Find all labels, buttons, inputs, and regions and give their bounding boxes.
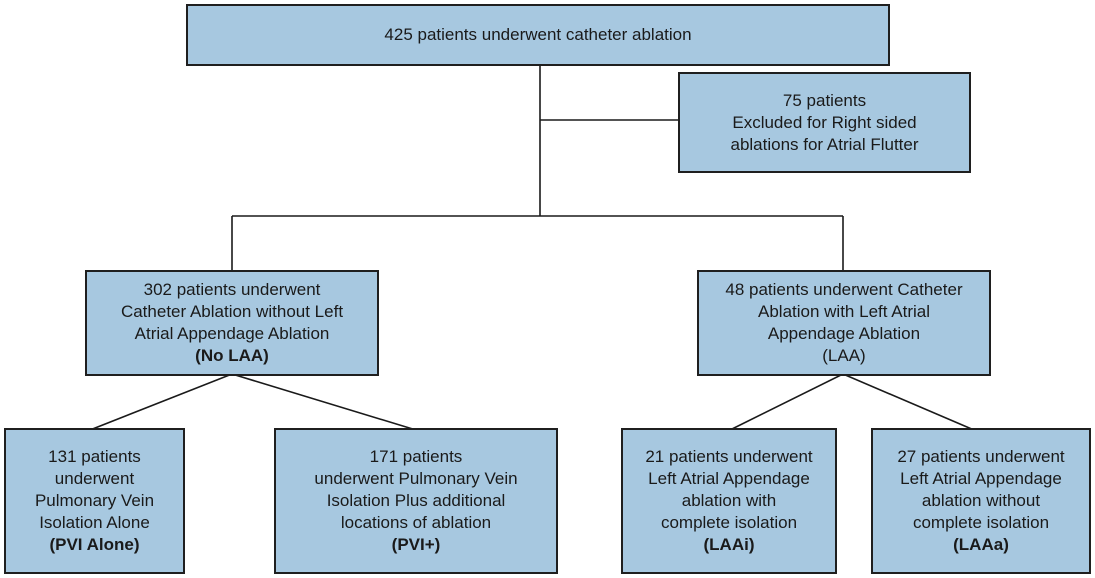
box-pvi-alone: 131 patients underwent Pulmonary Vein Is… — [4, 428, 185, 574]
box-excluded-patients: 75 patients Excluded for Right sided abl… — [678, 72, 971, 173]
box-laai-line-4: complete isolation — [660, 513, 798, 532]
box-excluded-line-2: Excluded for Right sided — [732, 112, 917, 132]
box-total-patients: 425 patients underwent catheter ablation — [186, 4, 890, 66]
box-no-laa: 302 patients underwent Catheter Ablation… — [85, 270, 379, 376]
box-laaa-line-1: 27 patients underwent — [897, 447, 1065, 466]
box-laai-line-2: Left Atrial Appendage — [648, 469, 810, 488]
box-pvi-alone-line-2: underwent — [54, 469, 135, 488]
box-pvi-plus-line-4: locations of ablation — [340, 513, 492, 532]
box-laa: 48 patients underwent Catheter Ablation … — [697, 270, 991, 376]
box-laaa: 27 patients underwent Left Atrial Append… — [871, 428, 1091, 574]
box-pvi-alone-line-3: Pulmonary Vein — [34, 491, 155, 510]
connector-no-laa-to-pvi-plus — [231, 373, 417, 431]
box-laaa-line-3: ablation without — [921, 491, 1041, 510]
box-no-laa-line-3: Atrial Appendage Ablation — [134, 324, 330, 343]
box-laa-line-2: Ablation with Left Atrial — [758, 302, 930, 321]
box-no-laa-tag: (No LAA) — [195, 346, 269, 365]
box-laa-line-1: 48 patients underwent Catheter — [725, 280, 963, 299]
box-pvi-alone-line-1: 131 patients — [48, 447, 141, 466]
box-laai-tag: (LAAi) — [703, 535, 755, 554]
connector-no-laa-to-pvi-alone — [89, 373, 233, 431]
box-laaa-line-2: Left Atrial Appendage — [900, 469, 1062, 488]
box-total-line-1: 425 patients underwent catheter ablation — [384, 25, 692, 44]
box-pvi-plus: 171 patients underwent Pulmonary Vein Is… — [274, 428, 558, 574]
box-pvi-plus-line-3: Isolation Plus additional — [326, 491, 506, 510]
connector-laa-to-laaa — [842, 373, 975, 431]
box-excluded-line-3: ablations for Atrial Flutter — [730, 134, 919, 154]
box-pvi-plus-tag: (PVI+) — [391, 535, 441, 554]
box-pvi-plus-line-2: underwent Pulmonary Vein — [314, 469, 518, 488]
box-laai: 21 patients underwent Left Atrial Append… — [621, 428, 837, 574]
box-laai-line-3: ablation with — [681, 491, 777, 510]
box-excluded-line-1: 75 patients — [782, 90, 867, 110]
box-laaa-line-4: complete isolation — [912, 513, 1050, 532]
box-laa-tag: (LAA) — [822, 346, 866, 365]
box-pvi-plus-line-1: 171 patients — [369, 447, 463, 466]
connector-laa-to-laai — [729, 373, 844, 431]
box-pvi-alone-tag: (PVI Alone) — [49, 535, 140, 554]
box-laai-line-1: 21 patients underwent — [645, 447, 813, 466]
box-no-laa-line-1: 302 patients underwent — [143, 280, 321, 299]
box-pvi-alone-line-4: Isolation Alone — [39, 513, 150, 532]
box-laa-line-3: Appendage Ablation — [767, 324, 921, 343]
box-laaa-tag: (LAAa) — [953, 535, 1009, 554]
box-no-laa-line-2: Catheter Ablation without Left — [120, 302, 344, 321]
